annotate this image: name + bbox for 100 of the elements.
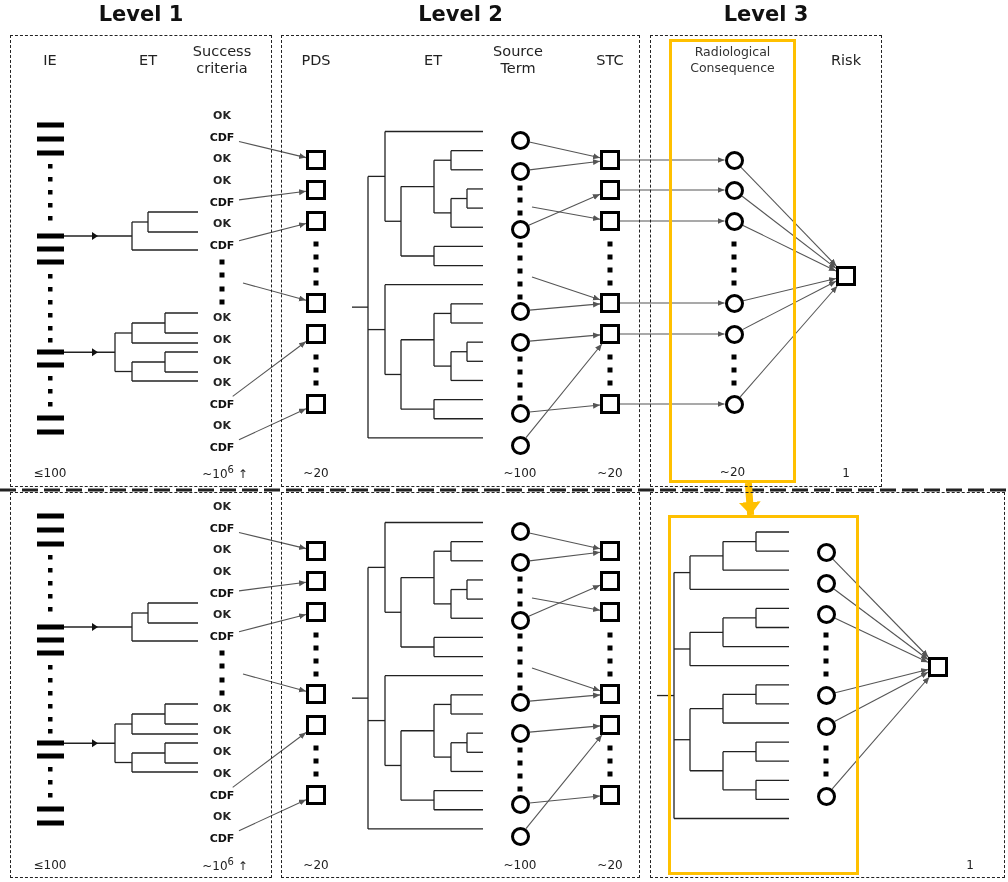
arrow [739, 285, 838, 398]
arrow [238, 580, 307, 592]
arrow [238, 408, 307, 441]
outcome-text: OK [213, 607, 231, 622]
square-node [306, 180, 326, 200]
arrow [619, 157, 726, 163]
outcome-text: OK [213, 109, 231, 123]
outcome-text: OK [213, 767, 231, 781]
outcome-text: OK [213, 500, 231, 514]
circle-node [816, 542, 836, 562]
circle-node [510, 826, 530, 846]
column-heading: Risk [830, 52, 862, 70]
square-node [600, 541, 620, 561]
circle-node [510, 332, 530, 352]
square-node [306, 571, 326, 591]
column-heading: PDS [301, 52, 331, 70]
arrow [742, 224, 837, 272]
square-node [600, 785, 620, 805]
outcome-text: OK [213, 173, 231, 188]
arrow [238, 532, 307, 550]
count-text: ≤100 [33, 857, 67, 873]
circle-node [510, 161, 530, 181]
dashed-panel [650, 492, 1005, 878]
arrow [238, 222, 307, 242]
circle-node [724, 394, 744, 414]
arrow [528, 723, 601, 733]
circle-node [724, 293, 744, 313]
circle-node [510, 219, 530, 239]
arrow [525, 734, 603, 830]
level-title: Level 2 [417, 2, 504, 26]
circle-node [510, 610, 530, 630]
square-node [306, 684, 326, 704]
square-node [600, 324, 620, 344]
square-node [600, 715, 620, 735]
arrow [741, 195, 837, 269]
outcome-text: OK [213, 419, 231, 433]
circle-node [510, 403, 530, 423]
count-text: ~20 [719, 465, 746, 479]
arrow [834, 668, 929, 694]
outcome-text: OK [213, 543, 231, 557]
arrow [619, 300, 726, 306]
square-node [600, 602, 620, 622]
arrow [528, 584, 601, 617]
arrow [531, 206, 601, 221]
arrow [528, 550, 601, 562]
square-node [306, 293, 326, 313]
outcome-text: OK [213, 810, 231, 824]
outcome-text: OK [213, 152, 231, 166]
square-node [600, 394, 620, 414]
arrow [242, 673, 307, 693]
square-node [600, 211, 620, 231]
column-heading: IE [43, 52, 57, 70]
arrow [528, 193, 601, 226]
arrow [619, 331, 726, 337]
square-node [600, 180, 620, 200]
arrow [740, 166, 837, 267]
outcome-text: CDF [205, 194, 239, 210]
circle-node [510, 435, 530, 455]
circle-node [724, 211, 744, 231]
arrow [528, 141, 601, 160]
outcome-text: CDF [205, 520, 239, 537]
outcome-text: OK [213, 376, 231, 390]
square-node [600, 684, 620, 704]
outcome-text: CDF [205, 787, 239, 804]
arrow [528, 159, 601, 171]
circle-node [510, 692, 530, 712]
arrow [528, 332, 601, 342]
square-node [306, 785, 326, 805]
outcome-text: OK [213, 311, 231, 325]
count-text: ~10$^{6}$ ↑ [202, 464, 248, 482]
arrow [232, 731, 307, 788]
outcome-text: CDF [205, 628, 239, 644]
arrow [833, 671, 929, 723]
square-node [306, 602, 326, 622]
square-node [306, 324, 326, 344]
highlight-box [668, 515, 859, 875]
circle-node [816, 685, 836, 705]
outcome-text: CDF [205, 439, 239, 456]
count-text: ~100 [503, 465, 537, 481]
highlight-box [669, 39, 796, 483]
arrow [238, 799, 307, 832]
square-node [306, 150, 326, 170]
outcome-text: OK [213, 564, 231, 579]
column-heading: ET [139, 52, 157, 70]
column-heading: Success criteria [191, 42, 253, 78]
arrow [242, 282, 307, 302]
arrow [831, 676, 930, 790]
arrow [834, 617, 929, 663]
arrow [525, 343, 603, 439]
outcome-text: OK [213, 724, 231, 738]
arrow [619, 401, 726, 407]
column-heading: Radiological Consequence [689, 44, 776, 77]
circle-node [816, 786, 836, 806]
arrow [531, 667, 601, 692]
dashed-panel [10, 492, 272, 878]
arrow [619, 187, 726, 193]
arrow [738, 482, 761, 516]
outcome-text: CDF [205, 237, 239, 253]
circle-node [816, 716, 836, 736]
count-text: ~20 [597, 465, 623, 481]
